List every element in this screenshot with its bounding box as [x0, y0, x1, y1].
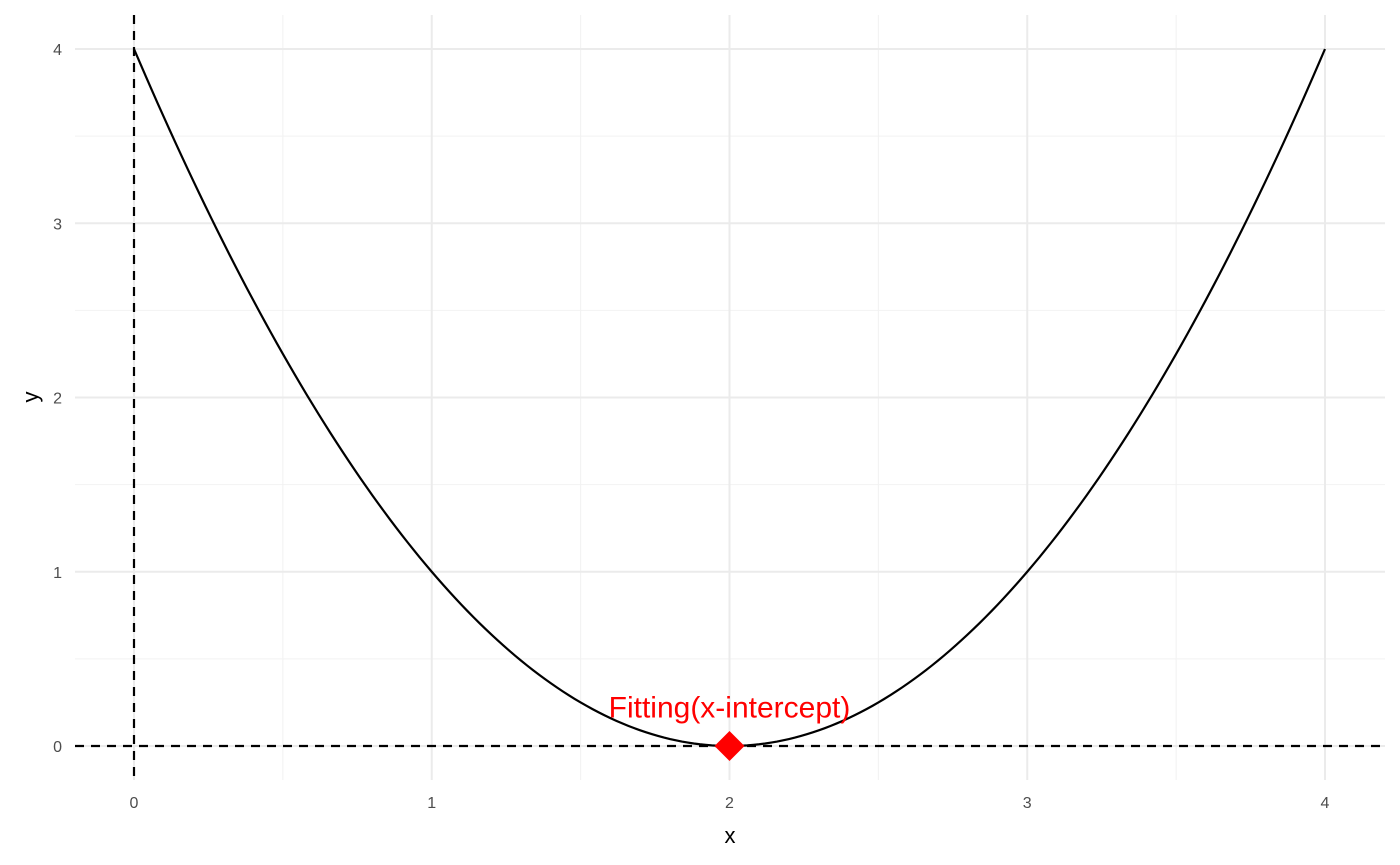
y-axis-title: y — [18, 392, 43, 403]
major-gridlines — [75, 15, 1385, 780]
reference-lines — [75, 15, 1385, 780]
y-tick-label: 2 — [53, 391, 62, 408]
x-axis-title: x — [725, 823, 736, 848]
x-tick-label: 2 — [725, 795, 734, 812]
highlight-layer — [714, 731, 745, 761]
annotation-label: Fitting(x-intercept) — [609, 692, 851, 725]
x-tick-labels: 0 1 2 3 4 — [130, 795, 1330, 812]
y-tick-labels: 0 1 2 3 4 — [53, 42, 62, 756]
x-tick-label: 0 — [130, 795, 139, 812]
y-tick-label: 3 — [53, 216, 62, 233]
x-tick-label: 4 — [1321, 795, 1330, 812]
x-tick-label: 1 — [427, 795, 436, 812]
y-tick-label: 0 — [53, 739, 62, 756]
x-intercept-point — [714, 731, 745, 761]
annotation-layer: Fitting(x-intercept) — [609, 692, 851, 725]
y-tick-label: 4 — [53, 42, 62, 59]
y-tick-label: 1 — [53, 565, 62, 582]
x-tick-label: 3 — [1023, 795, 1032, 812]
